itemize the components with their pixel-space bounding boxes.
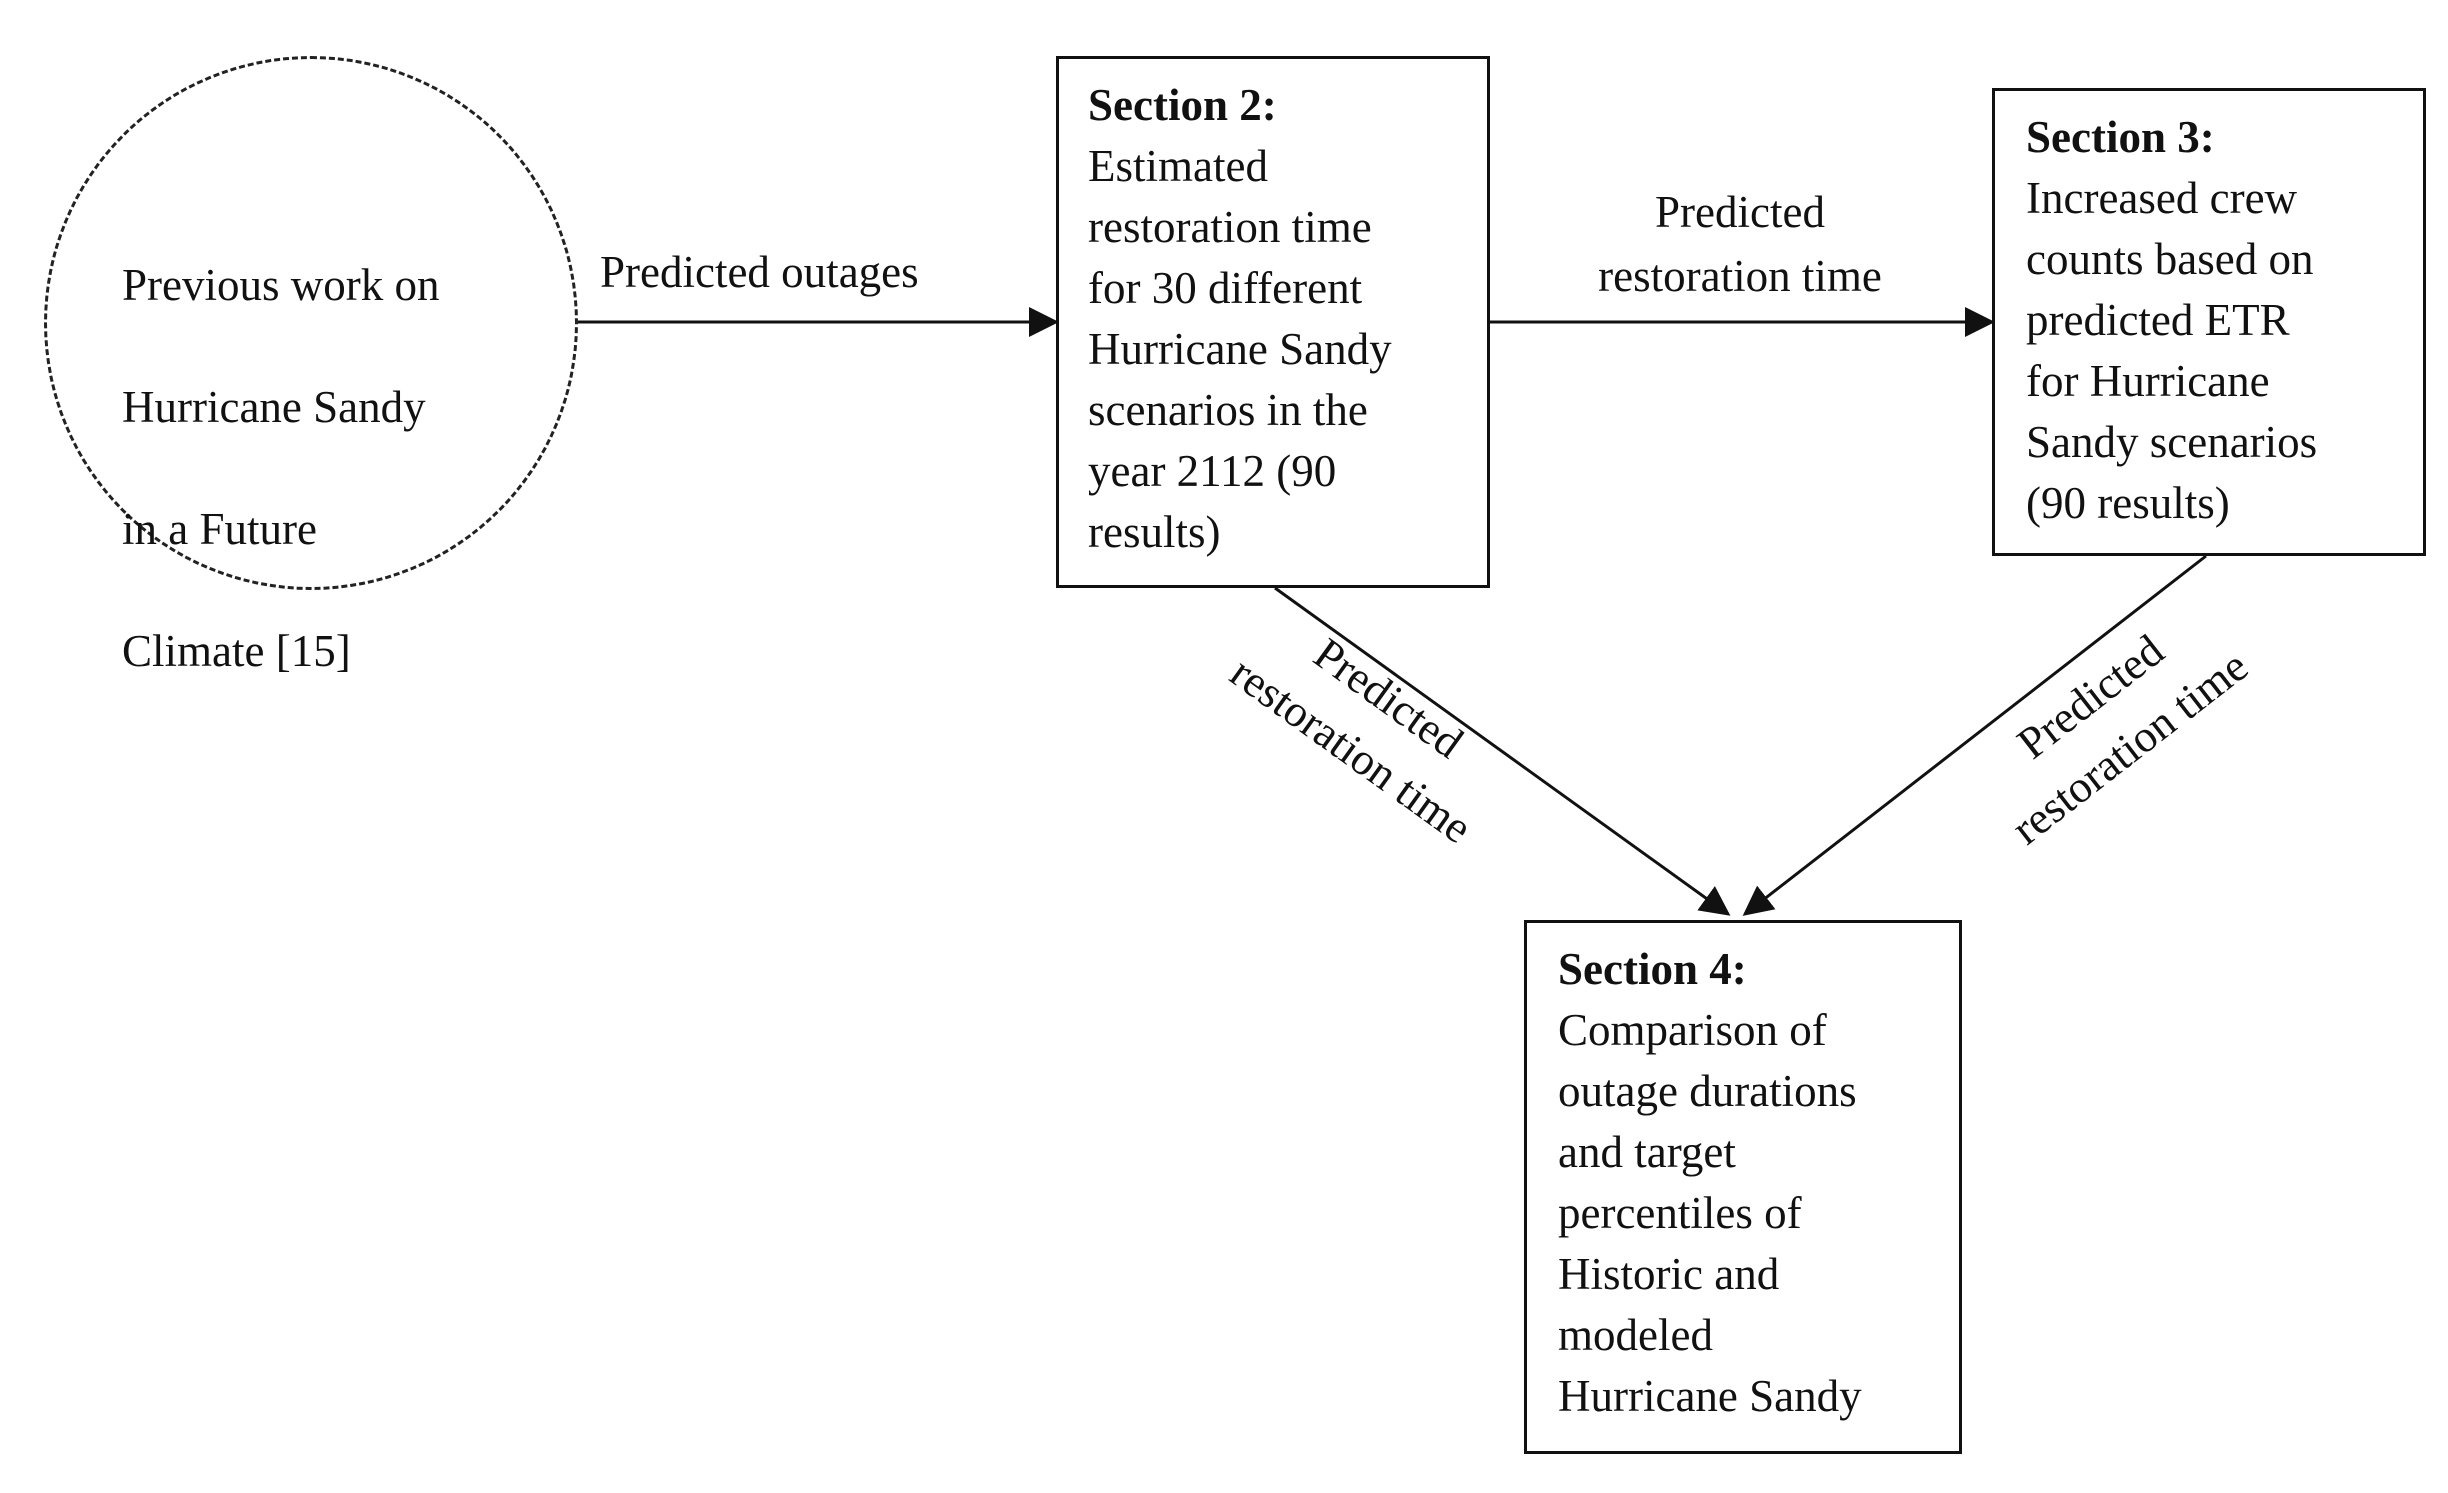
section3-box: Section 3: Increased crew counts based o… — [1992, 88, 2426, 556]
section4-body: Comparison of outage durations and targe… — [1558, 1000, 1959, 1427]
section3-line: Sandy scenarios — [2026, 417, 2318, 467]
section4-box: Section 4: Comparison of outage duration… — [1524, 920, 1962, 1454]
section4-line: percentiles of — [1558, 1188, 1802, 1238]
edge-label-line: restoration time — [1598, 251, 1882, 301]
section3-heading: Section 3: — [2026, 112, 2215, 162]
section4-line: modeled — [1558, 1310, 1713, 1360]
previous-work-node — [44, 56, 578, 590]
section4-line: Historic and — [1558, 1249, 1780, 1299]
previous-work-label: Previous work on Hurricane Sandy in a Fu… — [122, 194, 542, 743]
section3-line: counts based on — [2026, 234, 2314, 284]
section2-body: Estimated restoration time for 30 differ… — [1088, 136, 1487, 563]
section2-line: Hurricane Sandy — [1088, 324, 1392, 374]
section2-line: year 2112 (90 — [1088, 446, 1337, 496]
section4-line: Comparison of — [1558, 1005, 1827, 1055]
section2-line: for 30 different — [1088, 263, 1363, 313]
edge-label-section2-to-section3: Predicted restoration time — [1560, 180, 1920, 308]
previous-work-line: Previous work on — [122, 260, 440, 310]
arrow-section3-to-section4 — [1742, 554, 2207, 916]
edge-label-line: Predicted — [1655, 187, 1825, 237]
section4-line: and target — [1558, 1127, 1736, 1177]
section3-line: predicted ETR — [2026, 295, 2290, 345]
section2-heading: Section 2: — [1088, 80, 1277, 130]
previous-work-line: Climate [15] — [122, 626, 351, 676]
edge-label-previous-to-section2: Predicted outages — [600, 240, 980, 304]
arrow-section2-to-section4 — [1274, 586, 1731, 916]
section3-body: Increased crew counts based on predicted… — [2026, 168, 2423, 534]
section3-line: for Hurricane — [2026, 356, 2270, 406]
previous-work-line: in a Future — [122, 504, 317, 554]
previous-work-line: Hurricane Sandy — [122, 382, 426, 432]
section2-line: restoration time — [1088, 202, 1372, 252]
section2-line: results) — [1088, 507, 1221, 557]
section2-line: Estimated — [1088, 141, 1268, 191]
section2-line: scenarios in the — [1088, 385, 1368, 435]
section4-heading: Section 4: — [1558, 944, 1747, 994]
section4-line: outage durations — [1558, 1066, 1857, 1116]
section4-line: Hurricane Sandy — [1558, 1371, 1862, 1421]
section2-box: Section 2: Estimated restoration time fo… — [1056, 56, 1490, 588]
edge-label-line: Predicted outages — [600, 247, 919, 297]
section3-line: Increased crew — [2026, 173, 2298, 223]
section3-line: (90 results) — [2026, 478, 2230, 528]
